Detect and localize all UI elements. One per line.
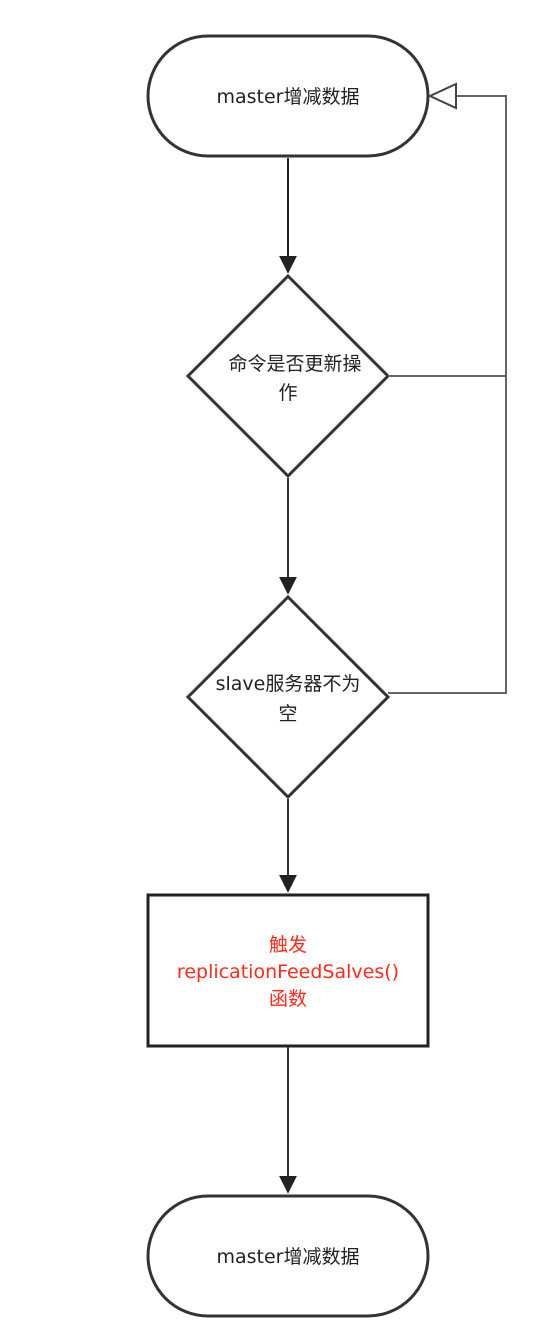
decision-slave-node: slave服务器不为 空 [185, 594, 391, 800]
start-node: master增减数据 [146, 34, 430, 158]
decision-slave-label-line1: slave服务器不为 [216, 673, 361, 695]
loop-from-slave [388, 95, 507, 694]
start-node-label: master增减数据 [216, 86, 359, 108]
end-node: master增减数据 [146, 1194, 430, 1318]
decision-update-node: 命令是否更新操 作 [185, 273, 391, 479]
process-label-line2: replicationFeedSalves() [177, 961, 399, 983]
decision-slave-label-line2: 空 [278, 703, 297, 725]
process-label-line1: 触发 [269, 934, 307, 956]
process-trigger-node: 触发 replicationFeedSalves() 函数 [146, 893, 430, 1048]
process-label-line3: 函数 [269, 988, 307, 1010]
end-node-label: master增减数据 [216, 1246, 359, 1268]
loop-arrowhead [427, 82, 457, 110]
decision-update-label-line2: 作 [278, 382, 297, 404]
decision-update-label-line1: 命令是否更新操 [228, 353, 361, 375]
